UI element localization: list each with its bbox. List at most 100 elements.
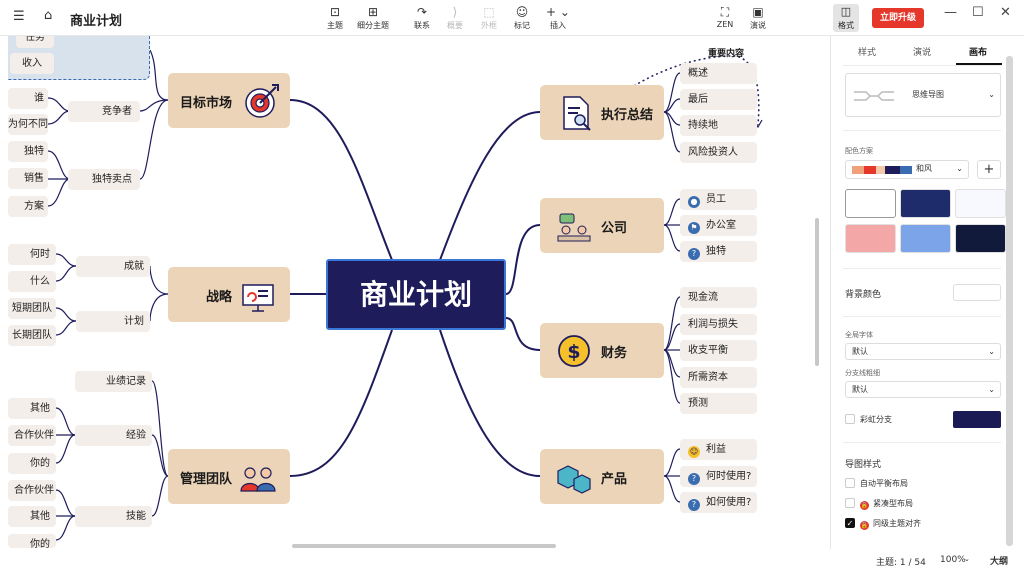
branch-lines (47, 49, 763, 541)
root-topic[interactable]: 商业计划 (326, 259, 506, 330)
home-icon[interactable]: ⌂ (44, 8, 53, 23)
smile-icon: ☺ (688, 446, 700, 458)
branch-width-dropdown[interactable]: 默认⌄ (845, 381, 1001, 398)
subtopic[interactable]: 业绩记录 (75, 371, 152, 392)
subtopic[interactable]: 最后 (680, 89, 757, 110)
upgrade-button[interactable]: 立即升级 (872, 8, 924, 28)
horizontal-scrollbar[interactable] (292, 544, 556, 548)
add-scheme-button[interactable]: + (977, 160, 1001, 179)
subtopic[interactable]: 什么 (8, 271, 56, 292)
main-topic-company[interactable]: 公司 (540, 198, 664, 253)
global-font-dropdown[interactable]: 默认⌄ (845, 343, 1001, 360)
subtopic[interactable]: ●员工 (680, 189, 757, 210)
subtopic[interactable]: 技能 (75, 506, 152, 527)
subtopic[interactable]: 所需资本 (680, 367, 757, 388)
subtopic[interactable]: 利润与损失 (680, 314, 757, 335)
compact-layout-checkbox[interactable] (845, 498, 855, 508)
subtopic[interactable]: 收支平衡 (680, 340, 757, 361)
structure-dropdown[interactable]: 思维导图 ⌄ (845, 73, 1001, 117)
subtopic[interactable]: 你的 (8, 534, 56, 548)
outline-button[interactable]: 大纲 (990, 557, 1009, 567)
main-topic-strategy[interactable]: 战略 (168, 267, 290, 322)
topic-tool[interactable]: ⊡主题 (315, 5, 355, 31)
svg-text:$: $ (567, 341, 580, 363)
tab-pitch[interactable]: 演说 (913, 48, 932, 58)
main-topic-finance[interactable]: $ 财务 (540, 323, 664, 378)
insert-tool[interactable]: + ⌄插入 (538, 5, 578, 31)
subtopic[interactable]: 预测 (680, 393, 757, 414)
question-icon: ? (688, 248, 700, 260)
subtopic[interactable]: 合作伙伴 (8, 425, 56, 446)
subtopic[interactable]: 为何不同 (8, 114, 48, 135)
subtopic[interactable]: 其他 (8, 506, 56, 527)
subtopic[interactable]: 谁 (8, 88, 48, 109)
boundary-item[interactable]: 任务 (16, 36, 54, 48)
main-topic-executive-summary[interactable]: 执行总结 (540, 85, 664, 140)
menu-icon[interactable]: ☰ (13, 9, 25, 24)
color-scheme-dropdown[interactable]: 和风 ⌄ (845, 160, 969, 179)
zen-tool[interactable]: ⛶ZEN (705, 5, 745, 29)
subtopic[interactable]: 方案 (8, 196, 48, 217)
minimize-icon[interactable]: — (944, 5, 957, 20)
subtopic[interactable]: 短期团队 (8, 298, 56, 319)
marker-tool[interactable]: ☺标记 (502, 5, 542, 31)
theme-thumb[interactable] (955, 224, 1006, 253)
subtopic[interactable]: ⚑办公室 (680, 215, 757, 236)
subtopic[interactable]: 你的 (8, 453, 56, 474)
rainbow-branch-checkbox[interactable] (845, 414, 855, 424)
zen-icon: ⛶ (720, 5, 730, 19)
subtopic[interactable]: 成就 (76, 256, 150, 277)
boundary-tool[interactable]: ⬚外框 (469, 5, 509, 31)
align-siblings-checkbox[interactable]: ✓ (845, 518, 855, 528)
subtopic[interactable]: ☺利益 (680, 439, 757, 460)
subtopic[interactable]: 独特卖点 (68, 169, 140, 190)
background-color-picker[interactable] (953, 284, 1001, 301)
tab-canvas[interactable]: 画布 (969, 48, 988, 58)
subtopic[interactable]: 何时 (8, 244, 56, 265)
subtopic[interactable]: 计划 (76, 311, 150, 332)
format-panel-button[interactable]: ◫格式 (833, 4, 859, 32)
panel-scrollbar[interactable] (1006, 56, 1013, 546)
subtopic[interactable]: 竞争者 (68, 101, 140, 122)
subtopic[interactable]: 风险投资人 (680, 142, 757, 163)
summary-tool[interactable]: ⟩概要 (435, 5, 475, 31)
main-topic-market[interactable]: 目标市场 (168, 73, 290, 128)
subtopic[interactable]: 长期团队 (8, 325, 56, 346)
zoom-chevron-icon[interactable]: ⌄ (964, 555, 970, 563)
theme-thumb[interactable] (900, 224, 951, 253)
vertical-scrollbar[interactable] (815, 218, 819, 366)
theme-thumb[interactable] (845, 189, 896, 218)
relationship-label[interactable]: 重要内容 (708, 49, 745, 59)
subtopic[interactable]: 经验 (75, 425, 152, 446)
zoom-level[interactable]: 100% (940, 555, 966, 565)
theme-thumb[interactable] (900, 189, 951, 218)
subtopic[interactable]: 现金流 (680, 287, 757, 308)
relationship-tool[interactable]: ↷联系 (402, 5, 442, 31)
main-topic-team[interactable]: 管理团队 (168, 449, 290, 504)
subtopic[interactable]: 销售 (8, 168, 48, 189)
subtopic[interactable]: ?何时使用? (680, 466, 757, 487)
subtopic[interactable]: 独特 (8, 141, 48, 162)
mindmap-structure-icon (854, 91, 894, 101)
boundary-item[interactable]: 收入 (10, 53, 54, 74)
subtopic[interactable]: 持续地 (680, 115, 757, 136)
branch-width-label: 分支线粗细 (845, 369, 880, 377)
maximize-icon[interactable]: ☐ (972, 5, 984, 20)
subtopic[interactable]: ?如何使用? (680, 492, 757, 513)
subtopic[interactable]: 概述 (680, 63, 757, 84)
pitch-icon: ▣ (752, 5, 764, 19)
auto-balance-checkbox[interactable] (845, 478, 855, 488)
subtopic-tool[interactable]: ⊞细分主题 (353, 5, 393, 31)
theme-thumb[interactable] (955, 189, 1006, 218)
user-icon: ● (688, 196, 700, 208)
tab-style[interactable]: 样式 (858, 48, 877, 58)
close-icon[interactable]: ✕ (1000, 5, 1011, 20)
subtopic[interactable]: ?独特 (680, 241, 757, 262)
question-icon: ? (688, 499, 700, 511)
subtopic[interactable]: 合作伙伴 (8, 480, 56, 501)
branch-color-swatch[interactable] (953, 411, 1001, 428)
pitch-tool[interactable]: ▣演说 (738, 5, 778, 31)
theme-thumb[interactable] (845, 224, 896, 253)
main-topic-product[interactable]: 产品 (540, 449, 664, 504)
subtopic[interactable]: 其他 (8, 398, 56, 419)
